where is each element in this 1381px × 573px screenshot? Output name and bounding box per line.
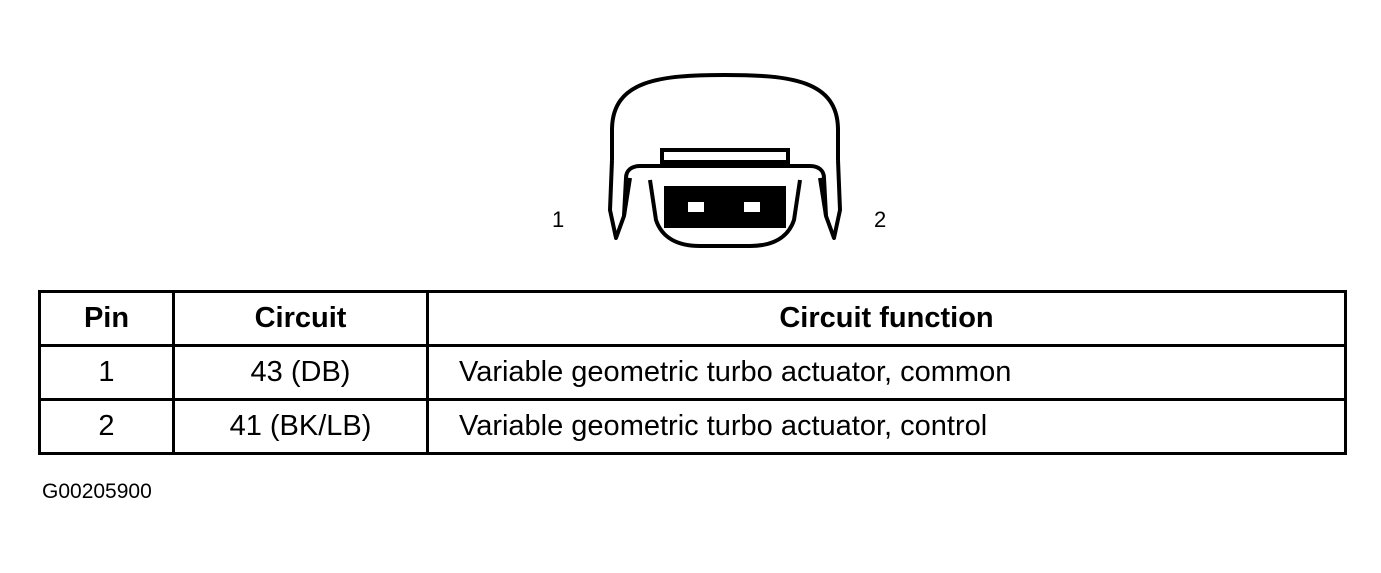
figure-id: G00205900 [42, 480, 152, 503]
pin-2-label: 2 [874, 207, 887, 232]
terminal-pin-2-icon [744, 202, 760, 212]
cell-circuit-function: Variable geometric turbo actuator, commo… [426, 344, 1347, 401]
header-circuit-function: Circuit function [426, 290, 1347, 347]
header-circuit: Circuit [172, 290, 429, 347]
cell-pin: 2 [38, 398, 175, 455]
table-header-row: Pin Circuit Circuit function [38, 290, 1347, 347]
cell-circuit: 43 (DB) [172, 344, 429, 401]
header-pin: Pin [38, 290, 175, 347]
pin-1-label: 1 [552, 207, 565, 232]
table-row: 2 41 (BK/LB) Variable geometric turbo ac… [38, 398, 1347, 455]
connector-face-drawing [608, 72, 842, 248]
connector-lower-shroud [648, 179, 802, 248]
terminal-pin-1-icon [688, 202, 704, 212]
cell-pin: 1 [38, 344, 175, 401]
connector-housing-outline [610, 72, 840, 160]
cell-circuit: 41 (BK/LB) [172, 398, 429, 455]
table-row: 1 43 (DB) Variable geometric turbo actua… [38, 344, 1347, 401]
connector-key-rib [660, 148, 790, 164]
terminal-cavity-block [664, 186, 786, 228]
connector-inner-body [622, 164, 828, 217]
pinout-table: Pin Circuit Circuit function 1 43 (DB) V… [38, 290, 1347, 455]
cell-circuit-function: Variable geometric turbo actuator, contr… [426, 398, 1347, 455]
